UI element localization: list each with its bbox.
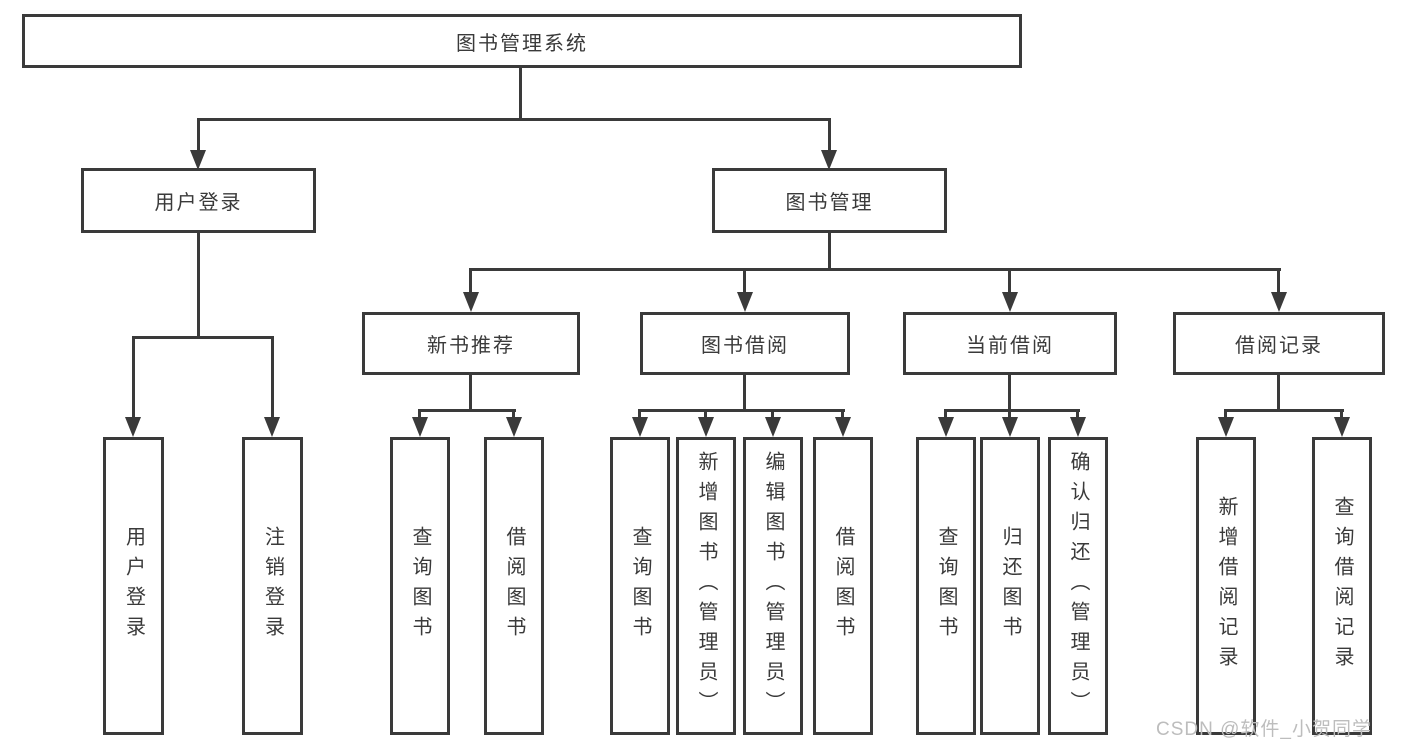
connector-line <box>944 409 947 419</box>
node-current-borrow: 当前借阅 <box>903 312 1117 375</box>
leaf-borrow-edit-books-admin: 编辑图书（管理员） <box>743 437 803 735</box>
connector-line <box>638 409 845 412</box>
connector-line <box>271 336 274 418</box>
arrow-down-icon <box>463 292 479 312</box>
connector-line <box>1008 268 1011 294</box>
node-label: 借阅记录 <box>1235 335 1323 357</box>
arrow-down-icon <box>1218 417 1234 437</box>
connector-line <box>418 409 421 419</box>
leaf-current-return-books: 归还图书 <box>980 437 1040 735</box>
node-root: 图书管理系统 <box>22 14 1022 68</box>
node-label: 当前借阅 <box>966 335 1054 357</box>
connector-line <box>704 409 707 419</box>
connector-line <box>197 118 200 152</box>
node-label: 新增图书（管理员） <box>695 451 717 721</box>
connector-line <box>1340 409 1343 419</box>
arrow-down-icon <box>506 417 522 437</box>
arrow-down-icon <box>938 417 954 437</box>
connector-line <box>469 268 1281 271</box>
node-label: 注销登录 <box>261 526 284 646</box>
connector-line <box>132 336 135 418</box>
connector-line <box>197 118 831 121</box>
arrow-down-icon <box>125 417 141 437</box>
node-label: 查询图书 <box>629 526 651 646</box>
leaf-borrow-borrow-books: 借阅图书 <box>813 437 873 735</box>
connector-line <box>512 409 515 419</box>
connector-line <box>519 68 522 120</box>
arrow-down-icon <box>264 417 280 437</box>
arrow-down-icon <box>765 417 781 437</box>
leaf-newbook-borrow-books: 借阅图书 <box>484 437 544 735</box>
node-label: 编辑图书（管理员） <box>762 451 784 721</box>
leaf-borrow-query-books: 查询图书 <box>610 437 670 735</box>
arrow-down-icon <box>1334 417 1350 437</box>
watermark-text: CSDN @软件_小贺同学 <box>1156 719 1372 740</box>
connector-line <box>1277 375 1280 412</box>
connector-line <box>828 118 831 152</box>
leaf-current-confirm-return-admin: 确认归还（管理员） <box>1048 437 1108 735</box>
connector-line <box>743 268 746 294</box>
leaf-current-query-books: 查询图书 <box>916 437 976 735</box>
connector-line <box>1277 268 1280 294</box>
connector-line <box>771 409 774 419</box>
arrow-down-icon <box>1271 292 1287 312</box>
leaf-user-login: 用户登录 <box>103 437 164 735</box>
node-borrow-records: 借阅记录 <box>1173 312 1385 375</box>
node-label: 图书管理系统 <box>456 32 588 55</box>
arrow-down-icon <box>412 417 428 437</box>
node-label: 新书推荐 <box>427 335 515 357</box>
connector-line <box>841 409 844 419</box>
leaf-borrow-add-books-admin: 新增图书（管理员） <box>676 437 736 735</box>
connector-line <box>944 409 1080 412</box>
connector-line <box>638 409 641 419</box>
leaf-records-add-record: 新增借阅记录 <box>1196 437 1256 735</box>
arrow-down-icon <box>835 417 851 437</box>
arrow-down-icon <box>1070 417 1086 437</box>
arrow-down-icon <box>1002 292 1018 312</box>
connector-line <box>469 268 472 294</box>
connector-line <box>469 375 472 412</box>
arrow-down-icon <box>698 417 714 437</box>
node-label: 图书管理 <box>785 192 874 214</box>
leaf-records-query-record: 查询借阅记录 <box>1312 437 1372 735</box>
connector-line <box>743 375 746 412</box>
node-label: 归还图书 <box>999 526 1021 646</box>
node-label: 用户登录 <box>122 526 145 646</box>
arrow-down-icon <box>821 150 837 170</box>
connector-line <box>132 336 274 339</box>
node-label: 确认归还（管理员） <box>1067 451 1089 721</box>
connector-line <box>828 233 831 271</box>
arrow-down-icon <box>190 150 206 170</box>
node-new-book-recommend: 新书推荐 <box>362 312 580 375</box>
arrow-down-icon <box>632 417 648 437</box>
arrow-down-icon <box>737 292 753 312</box>
node-label: 用户登录 <box>154 192 243 214</box>
connector-line <box>1224 409 1344 412</box>
arrow-down-icon <box>1002 417 1018 437</box>
node-label: 新增借阅记录 <box>1215 496 1237 676</box>
connector-line <box>197 233 200 339</box>
node-label: 查询借阅记录 <box>1331 496 1353 676</box>
connector-line <box>1008 409 1011 419</box>
connector-line <box>1008 375 1011 412</box>
node-label: 查询图书 <box>409 526 431 646</box>
leaf-logout: 注销登录 <box>242 437 303 735</box>
node-book-borrow: 图书借阅 <box>640 312 850 375</box>
connector-line <box>1076 409 1079 419</box>
node-user-login: 用户登录 <box>81 168 316 233</box>
node-label: 查询图书 <box>935 526 957 646</box>
node-book-management: 图书管理 <box>712 168 947 233</box>
connector-line <box>1224 409 1227 419</box>
leaf-newbook-query-books: 查询图书 <box>390 437 450 735</box>
node-label: 借阅图书 <box>503 526 525 646</box>
connector-line <box>418 409 516 412</box>
node-label: 图书借阅 <box>701 335 789 357</box>
node-label: 借阅图书 <box>832 526 854 646</box>
